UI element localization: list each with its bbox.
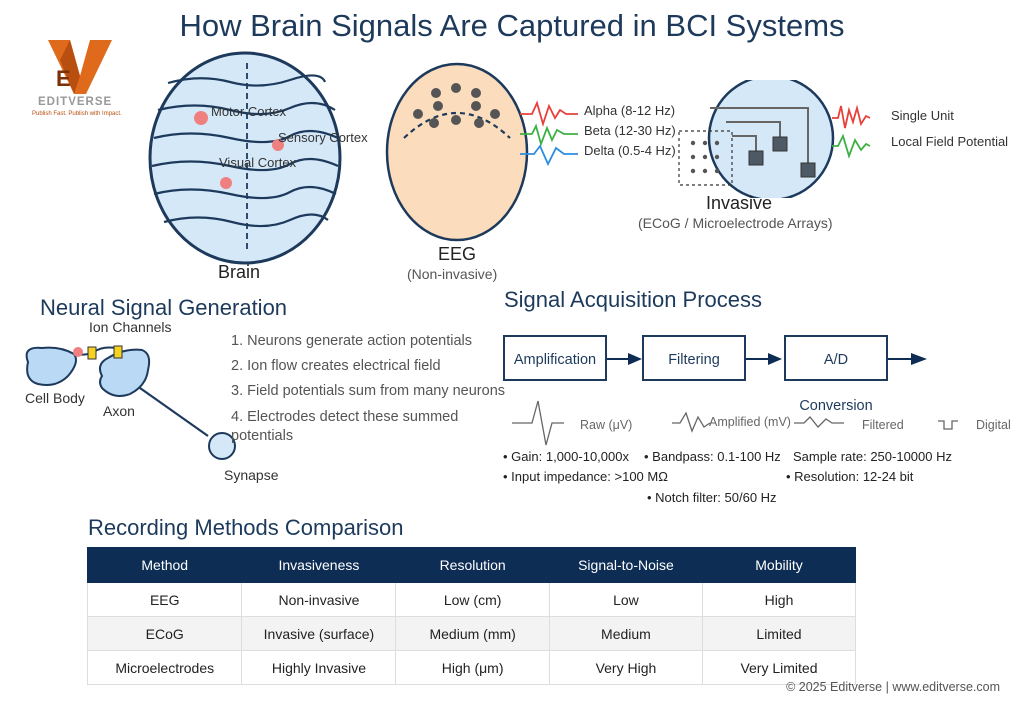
delta-wave-label: Delta (0.5-4 Hz) bbox=[584, 143, 676, 158]
column-header: Invasiveness bbox=[241, 547, 397, 583]
neural-step-2: 2. Ion flow creates electrical field bbox=[231, 358, 441, 374]
eeg-subcaption: (Non-invasive) bbox=[407, 266, 498, 282]
neuron-illustration bbox=[25, 345, 236, 460]
acquisition-heading: Signal Acquisition Process bbox=[504, 287, 763, 312]
logo-letter: E bbox=[56, 66, 71, 91]
invasive-signals bbox=[832, 104, 871, 159]
column-header: Resolution bbox=[395, 547, 550, 583]
spec-gain: • Gain: 1,000-10,000x bbox=[503, 449, 629, 464]
beta-wave bbox=[520, 123, 578, 147]
table-cell: High bbox=[701, 582, 857, 617]
logo-name: EDITVERSE bbox=[38, 96, 113, 108]
single-unit-wave bbox=[832, 104, 871, 129]
neural-step-1: 1. Neurons generate action potentials bbox=[231, 333, 473, 349]
sensory-cortex-label: Sensory Cortex bbox=[278, 130, 368, 145]
alpha-wave bbox=[520, 100, 578, 128]
single-unit-label: Single Unit bbox=[891, 108, 954, 123]
table-cell: High (μm) bbox=[395, 650, 550, 685]
motor-cortex-label: Motor Cortex bbox=[211, 104, 287, 119]
table-cell: Low (cm) bbox=[395, 582, 550, 617]
table-cell: Invasive (surface) bbox=[241, 616, 397, 651]
alpha-wave-label: Alpha (8-12 Hz) bbox=[584, 103, 676, 118]
table-cell: Non-invasive bbox=[241, 582, 397, 617]
digital-waveform bbox=[938, 420, 958, 430]
sensory-cortex-dot bbox=[272, 139, 284, 151]
table-cell: Limited bbox=[701, 616, 857, 651]
table-cell: Microelectrodes bbox=[86, 650, 243, 685]
delta-wave bbox=[520, 144, 578, 167]
eeg-caption: EEG bbox=[438, 244, 477, 264]
motor-cortex-dot bbox=[194, 111, 208, 125]
column-header: Method bbox=[86, 547, 243, 583]
table-cell: Highly Invasive bbox=[241, 650, 397, 685]
lfp-label: Local Field Potential bbox=[891, 134, 1009, 149]
raw-label: Raw (μV) bbox=[580, 418, 633, 432]
table-cell: ECoG bbox=[86, 616, 243, 651]
lfp-wave bbox=[832, 133, 871, 159]
column-header: Signal-to-Noise bbox=[548, 547, 703, 583]
neural-heading: Neural Signal Generation bbox=[40, 295, 288, 320]
waveform-samples bbox=[512, 400, 958, 446]
beta-wave-label: Beta (12-30 Hz) bbox=[584, 123, 676, 138]
spec-impedance: • Input impedance: >100 MΩ bbox=[503, 469, 668, 484]
table-cell: Medium (mm) bbox=[395, 616, 550, 651]
column-header: Mobility bbox=[701, 547, 857, 583]
brain-illustration bbox=[148, 51, 342, 265]
page-title: How Brain Signals Are Captured in BCI Sy… bbox=[179, 8, 845, 43]
comparison-heading: Recording Methods Comparison bbox=[88, 515, 404, 540]
brain-caption: Brain bbox=[218, 262, 261, 282]
ion-channels-label: Ion Channels bbox=[89, 319, 172, 335]
invasive-caption: Invasive bbox=[706, 193, 773, 213]
spec-sample-rate: Sample rate: 250-10000 Hz bbox=[793, 449, 952, 464]
eeg-head-illustration bbox=[385, 62, 529, 242]
filtered-label: Filtered bbox=[862, 418, 904, 432]
table-row: Microelectrodes Highly Invasive High (μm… bbox=[86, 650, 857, 685]
footer-copyright: © 2025 Editverse | www.editverse.com bbox=[786, 680, 1000, 694]
amplified-waveform bbox=[672, 411, 711, 433]
logo-tagline: Publish Fast. Publish with Impact. bbox=[32, 111, 122, 117]
cell-body-label: Cell Body bbox=[25, 390, 85, 406]
digital-label: Digital bbox=[976, 418, 1011, 432]
axon-label: Axon bbox=[103, 403, 135, 419]
neural-step-3: 3. Field potentials sum from many neuron… bbox=[231, 383, 506, 399]
table-row: ECoG Invasive (surface) Medium (mm) Medi… bbox=[86, 616, 857, 651]
table-cell: Very High bbox=[548, 650, 703, 685]
filtering-stage: Filtering bbox=[642, 335, 746, 381]
synapse-label: Synapse bbox=[224, 467, 279, 483]
spec-notch: • Notch filter: 50/60 Hz bbox=[647, 490, 777, 505]
neural-step-4: 4. Electrodes detect these summed bbox=[231, 409, 459, 425]
table-cell: Low bbox=[548, 582, 703, 617]
spec-resolution: • Resolution: 12-24 bit bbox=[786, 469, 914, 484]
logo-v-icon bbox=[48, 40, 112, 94]
neural-step-4-cont: potentials bbox=[231, 428, 294, 444]
table-cell: Very Limited bbox=[701, 650, 857, 685]
ad-conversion-stage: A/D Conversion bbox=[784, 335, 888, 414]
raw-waveform bbox=[512, 400, 564, 446]
filtered-waveform bbox=[794, 416, 844, 428]
table-row: EEG Non-invasive Low (cm) Low High bbox=[86, 582, 857, 617]
comparison-table: Method Invasiveness Resolution Signal-to… bbox=[86, 547, 857, 685]
amplification-stage: Amplification bbox=[503, 335, 607, 381]
amplified-label: Amplified (mV) bbox=[709, 415, 791, 429]
invasive-illustration bbox=[678, 80, 835, 198]
table-header-row: Method Invasiveness Resolution Signal-to… bbox=[86, 547, 857, 583]
eeg-waves bbox=[520, 100, 578, 167]
visual-cortex-label: Visual Cortex bbox=[219, 155, 297, 170]
table-cell: Medium bbox=[548, 616, 703, 651]
visual-cortex-dot bbox=[220, 177, 232, 189]
acquisition-arrows bbox=[607, 353, 927, 365]
editverse-logo: E EDITVERSE Publish Fast. Publish with I… bbox=[30, 36, 130, 126]
table-cell: EEG bbox=[86, 582, 243, 617]
invasive-subcaption: (ECoG / Microelectrode Arrays) bbox=[638, 215, 833, 231]
spec-bandpass: • Bandpass: 0.1-100 Hz bbox=[644, 449, 781, 464]
